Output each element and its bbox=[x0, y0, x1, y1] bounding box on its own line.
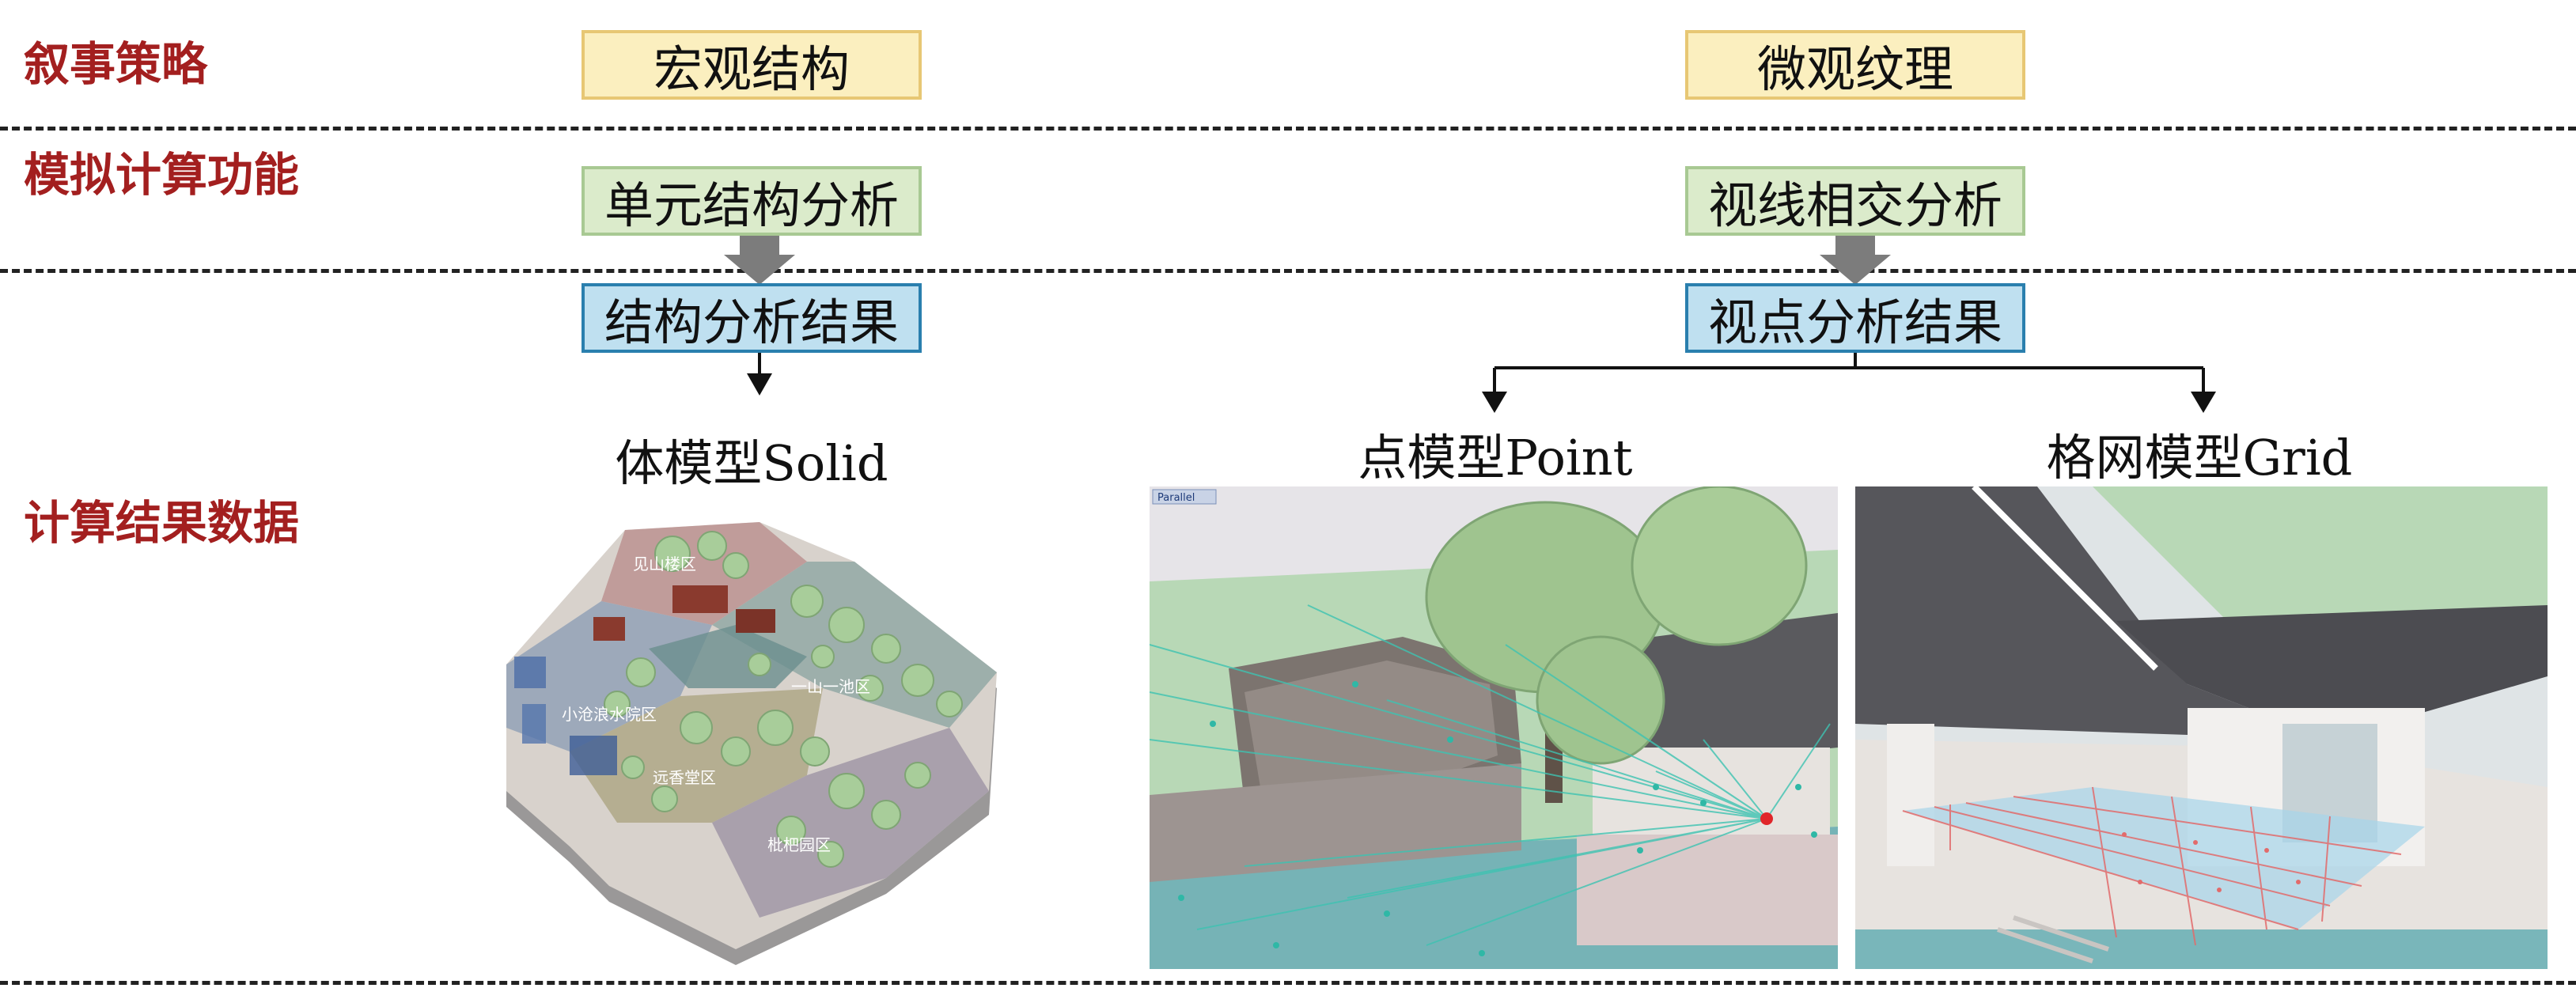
zone-label-jianshan: 见山楼区 bbox=[633, 555, 696, 573]
grid-model-image bbox=[1855, 486, 2548, 969]
grid-arrowhead bbox=[2191, 392, 2216, 413]
unit-structure-analysis-box: 单元结构分析 bbox=[581, 166, 922, 236]
macro-structure-box: 宏观结构 bbox=[581, 30, 922, 100]
right-gray-arrow bbox=[1820, 229, 1891, 285]
left-gray-arrow bbox=[724, 229, 795, 285]
zone-label-yishan: 一山一池区 bbox=[791, 677, 870, 696]
solid-model-image: 见山楼区 一山一池区 小沧浪水院区 远香堂区 枇杷园区 bbox=[506, 522, 997, 965]
left-result-arrowhead bbox=[747, 373, 772, 396]
zone-label-pipa: 枇杷园区 bbox=[767, 835, 831, 854]
zone-xiaocanglang bbox=[506, 601, 712, 751]
row-label-results: 计算结果数据 bbox=[24, 496, 300, 550]
separator-3 bbox=[0, 981, 2576, 985]
point-model-caption: 点模型Point bbox=[1358, 429, 1633, 486]
viewport-label: Parallel bbox=[1157, 492, 1195, 504]
grid-model-caption: 格网模型Grid bbox=[2046, 429, 2353, 486]
zone-label-yuanxiang: 远香堂区 bbox=[653, 768, 716, 787]
solid-model-caption: 体模型Solid bbox=[615, 434, 888, 492]
separator-2 bbox=[0, 269, 2576, 273]
viewpoint-result-box: 视点分析结果 bbox=[1685, 283, 2025, 353]
point-arrowhead bbox=[1482, 392, 1507, 413]
point-model-image: Parallel bbox=[1150, 486, 1838, 969]
row-label-narrative: 叙事策略 bbox=[24, 37, 208, 91]
row-label-simulation: 模拟计算功能 bbox=[24, 148, 300, 202]
viewpoint-marker bbox=[1760, 812, 1773, 825]
zone-jianshan bbox=[601, 522, 807, 625]
micro-texture-box: 微观纹理 bbox=[1685, 30, 2025, 100]
zone-label-xiaocanglang: 小沧浪水院区 bbox=[562, 705, 657, 724]
sightline-intersection-box: 视线相交分析 bbox=[1685, 166, 2025, 236]
separator-1 bbox=[0, 127, 2576, 131]
structure-result-box: 结构分析结果 bbox=[581, 283, 922, 353]
